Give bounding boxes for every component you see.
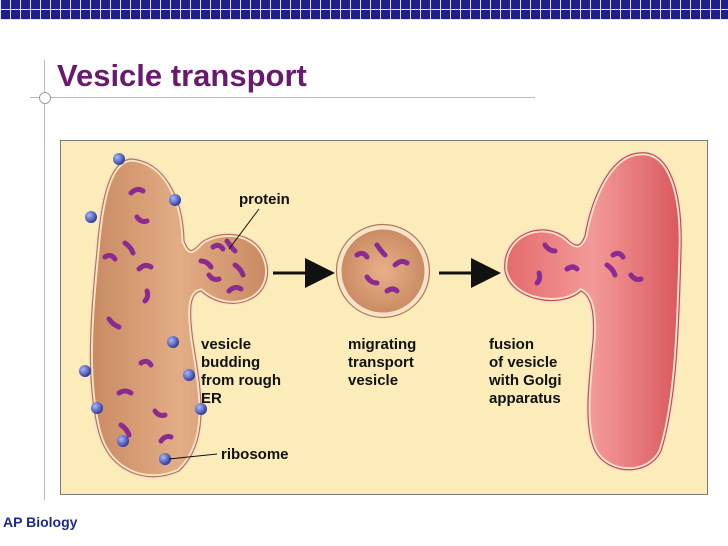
migrating-caption-line: vesicle xyxy=(348,372,399,389)
slide-guide-vertical xyxy=(44,60,45,500)
ribosome-label: ribosome xyxy=(221,446,289,463)
protein xyxy=(542,242,558,254)
ribosomes xyxy=(79,153,207,465)
protein xyxy=(374,242,388,258)
diagram-art xyxy=(79,150,684,480)
protein-label: protein xyxy=(239,191,290,208)
protein xyxy=(364,274,380,286)
protein xyxy=(610,250,626,260)
protein xyxy=(604,262,618,278)
fusion-caption-line: fusion xyxy=(489,336,534,353)
ribosome xyxy=(79,365,91,377)
transport-vesicle xyxy=(335,223,431,319)
fusion-caption-line: apparatus xyxy=(489,390,561,407)
ribosome-leader-line xyxy=(168,453,218,460)
budding-caption: vesicle budding from rough ER xyxy=(201,336,281,408)
ribosome xyxy=(159,453,171,465)
footer-course-label: AP Biology xyxy=(3,514,78,530)
slide-guide-horizontal xyxy=(30,97,535,98)
ribosome xyxy=(117,435,129,447)
protein xyxy=(354,250,370,260)
protein xyxy=(564,264,580,272)
protein xyxy=(118,422,132,438)
migrating-caption: migrating transport vesicle xyxy=(348,336,416,390)
slide-title: Vesicle transport xyxy=(57,58,307,93)
fusion-caption-line: of vesicle xyxy=(489,354,558,371)
protein xyxy=(128,186,146,196)
protein xyxy=(138,358,154,368)
migrating-caption-line: migrating xyxy=(348,336,417,353)
golgi-apparatus xyxy=(502,150,684,473)
slide-guide-marker xyxy=(39,92,51,104)
protein xyxy=(226,284,244,294)
protein-leader-line xyxy=(228,208,260,250)
proteins xyxy=(102,186,644,444)
budding-caption-line: budding xyxy=(201,354,261,371)
rough-er xyxy=(87,156,270,480)
ribosome xyxy=(85,211,97,223)
protein xyxy=(142,288,151,304)
protein xyxy=(136,262,154,272)
protein xyxy=(232,262,246,278)
fusion-caption-line: with Golgi xyxy=(489,372,562,389)
ribosome xyxy=(167,336,179,348)
protein xyxy=(106,316,122,330)
ribosome xyxy=(91,402,103,414)
protein xyxy=(198,258,214,270)
protein xyxy=(210,242,226,252)
protein xyxy=(102,252,118,262)
ribosome xyxy=(183,369,195,381)
protein xyxy=(158,434,174,444)
protein xyxy=(628,272,644,282)
protein xyxy=(122,240,136,256)
protein xyxy=(534,270,543,286)
fusion-caption: fusion of vesicle with Golgi apparatus xyxy=(489,336,562,408)
budding-caption-line: vesicle xyxy=(201,336,252,353)
slide-top-banner xyxy=(0,0,728,20)
budding-caption-line: from rough xyxy=(201,372,281,389)
budding-caption-line: ER xyxy=(201,390,222,407)
ribosome xyxy=(113,153,125,165)
migrating-caption-line: transport xyxy=(348,354,414,371)
vesicle-transport-diagram: protein ribosome vesicle budding from ro… xyxy=(60,140,708,495)
protein xyxy=(392,258,410,268)
protein xyxy=(206,272,222,282)
protein xyxy=(384,286,400,294)
protein xyxy=(152,408,168,418)
protein xyxy=(134,214,150,224)
ribosome xyxy=(169,194,181,206)
protein xyxy=(116,388,134,396)
ribosome xyxy=(195,403,207,415)
